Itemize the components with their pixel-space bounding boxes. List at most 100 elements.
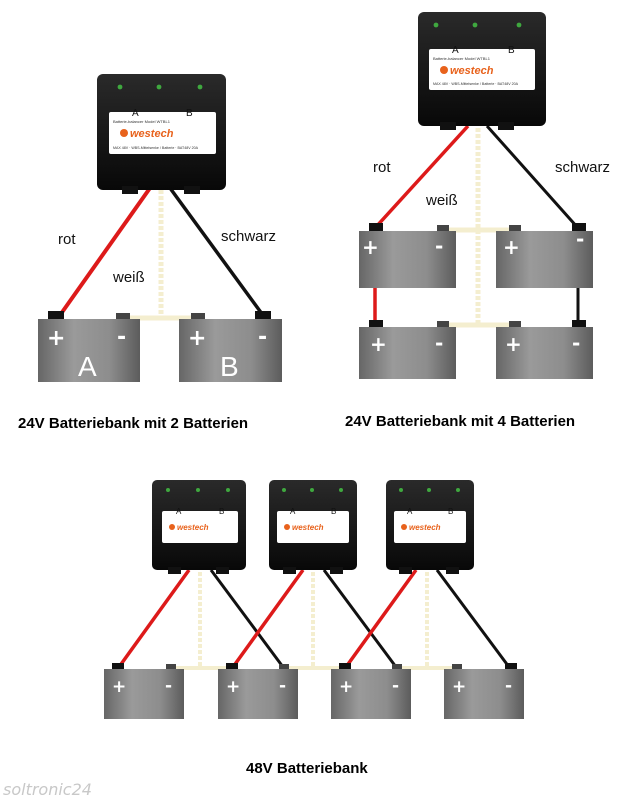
plus-terminal-symbol: + xyxy=(112,677,126,697)
battery-b: + - B xyxy=(179,311,282,382)
brand-name: westech xyxy=(409,523,441,532)
device-label-sticker xyxy=(394,511,466,543)
device-label-sticker xyxy=(109,112,216,154)
watermark: soltronic24 xyxy=(3,780,92,799)
black-wire xyxy=(322,569,398,668)
plus-terminal-symbol: + xyxy=(226,677,240,697)
red-wire xyxy=(231,568,305,669)
red-wire-label: rot xyxy=(58,231,76,248)
black-wire-label: schwarz xyxy=(221,228,276,245)
brand-name: westech xyxy=(292,523,324,532)
led-indicator xyxy=(166,488,170,492)
led-indicator xyxy=(197,84,203,90)
balancer-device: A B westech xyxy=(386,480,474,574)
brand-name: westech xyxy=(130,128,174,140)
led-indicator xyxy=(196,488,200,492)
diagram-48v: A B westech A B westech xyxy=(104,480,524,777)
led-indicator xyxy=(156,84,162,90)
caption-24v-4-batteries: 24V Batteriebank mit 4 Batterien xyxy=(345,413,575,430)
terminal-b-label: B xyxy=(219,507,224,516)
led-indicator xyxy=(456,488,460,492)
brand-name: westech xyxy=(450,65,494,77)
device-spec: MAX 48V · WBS-Mittelsenke / Batterie · B… xyxy=(433,82,519,86)
plus-terminal-symbol: + xyxy=(452,677,466,697)
westech-logo-icon xyxy=(440,66,448,74)
device-spec: MAX 48V · WBS-Mittelsenke / Batterie · B… xyxy=(113,146,199,150)
red-wire xyxy=(117,568,191,669)
battery-label: A xyxy=(78,351,97,382)
red-wire xyxy=(56,186,152,320)
minus-terminal-symbol: - xyxy=(279,676,286,696)
plus-terminal-symbol: + xyxy=(339,677,353,697)
plus-terminal-symbol: + xyxy=(188,326,206,351)
battery-top-left: + - xyxy=(359,223,456,288)
westech-logo-icon xyxy=(169,524,175,530)
device-title: Batterie-balancer Model WTBL1 xyxy=(113,119,171,124)
westech-logo-icon xyxy=(401,524,407,530)
black-wire xyxy=(435,569,511,668)
minus-terminal-symbol: - xyxy=(435,234,443,258)
plus-terminal-symbol: + xyxy=(503,235,520,259)
brand-name: westech xyxy=(177,523,209,532)
terminal-a-label: A xyxy=(452,45,459,56)
terminal-a-label: A xyxy=(132,108,139,119)
plus-terminal-symbol: + xyxy=(505,332,522,356)
minus-terminal-symbol: - xyxy=(392,676,399,696)
minus-terminal-symbol: - xyxy=(165,676,172,696)
device-title: Batterie-balancer Model WTBL1 xyxy=(433,56,491,61)
westech-logo-icon xyxy=(284,524,290,530)
battery-4: + - xyxy=(444,663,524,719)
plus-terminal-symbol: + xyxy=(47,326,65,351)
diagram-24v-4-batteries: A B Batterie-balancer Model WTBL1 westec… xyxy=(345,12,610,430)
led-indicator xyxy=(226,488,230,492)
terminal-a-label: A xyxy=(407,507,413,516)
caption-24v-2-batteries: 24V Batteriebank mit 2 Batterien xyxy=(18,415,248,432)
battery-3: + - xyxy=(331,663,411,719)
white-wire-label: weiß xyxy=(112,269,145,286)
terminal-b-label: B xyxy=(508,45,515,56)
minus-terminal-symbol: - xyxy=(117,325,126,350)
led-indicator xyxy=(117,84,123,90)
led-indicator xyxy=(427,488,431,492)
minus-terminal-symbol: - xyxy=(435,331,443,355)
red-wire xyxy=(344,568,418,669)
red-wire-label: rot xyxy=(373,159,391,176)
balancer-device: A B westech xyxy=(152,480,246,574)
balancer-device: A B westech xyxy=(269,480,357,574)
terminal-a-label: A xyxy=(176,507,182,516)
balancer-device: A B Batterie-balancer Model WTBL1 westec… xyxy=(418,12,546,130)
plus-terminal-symbol: + xyxy=(370,332,387,356)
led-indicator xyxy=(516,22,522,28)
balancer-device: A B Batterie-balancer Model WTBL1 westec… xyxy=(97,74,226,194)
black-wire-label: schwarz xyxy=(555,159,610,176)
diagram-24v-2-batteries: A B Batterie-balancer Model WTBL1 westec… xyxy=(18,74,282,432)
device-label-sticker xyxy=(429,49,535,90)
battery-bottom-right: + - xyxy=(496,320,593,379)
minus-terminal-symbol: - xyxy=(576,227,584,251)
minus-terminal-symbol: - xyxy=(505,676,512,696)
led-indicator xyxy=(282,488,286,492)
battery-top-right: + - xyxy=(496,223,593,288)
terminal-a-label: A xyxy=(290,507,296,516)
red-wire xyxy=(373,124,470,230)
minus-terminal-symbol: - xyxy=(572,331,580,355)
led-indicator xyxy=(339,488,343,492)
black-wire xyxy=(168,186,267,320)
black-wire xyxy=(209,569,285,668)
battery-a: + - A xyxy=(38,311,140,382)
terminal-b-label: B xyxy=(186,108,193,119)
plus-terminal-symbol: + xyxy=(362,235,379,259)
caption-48v: 48V Batteriebank xyxy=(246,760,368,777)
westech-logo-icon xyxy=(120,129,128,137)
device-label-sticker xyxy=(162,511,238,543)
black-wire xyxy=(485,125,580,229)
battery-bottom-left: + - xyxy=(359,320,456,379)
battery-1: + - xyxy=(104,663,184,719)
led-indicator xyxy=(433,22,439,28)
battery-label: B xyxy=(220,351,239,382)
minus-terminal-symbol: - xyxy=(258,325,267,350)
led-indicator xyxy=(310,488,314,492)
terminal-b-label: B xyxy=(448,507,453,516)
terminal-b-label: B xyxy=(331,507,336,516)
